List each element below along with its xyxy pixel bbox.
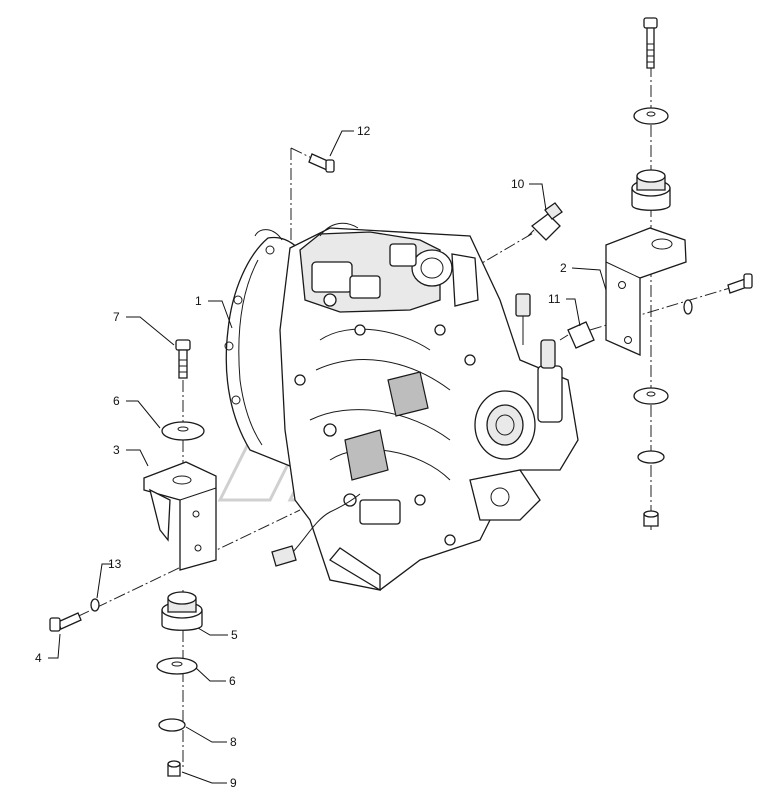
callout-6-lower: 6 (229, 674, 236, 688)
sensor-10 (527, 202, 563, 241)
transmission-housing (224, 222, 579, 592)
leader-lines (48, 130, 607, 784)
callout-13: 13 (108, 557, 122, 571)
washer-6-lower (156, 657, 198, 675)
output-sender (537, 339, 563, 423)
nut-9 (167, 760, 181, 777)
callout-labels: 1 2 3 4 5 6 6 7 8 9 10 11 12 13 (35, 124, 567, 790)
washer-right-side (683, 299, 693, 315)
sensor-11 (559, 321, 595, 349)
washer-right-lower (633, 387, 669, 405)
callout-1: 1 (195, 294, 202, 308)
callout-2: 2 (560, 261, 567, 275)
sensor-connector (515, 293, 531, 345)
nut-right (643, 510, 659, 527)
washer-6-upper (161, 421, 205, 441)
bolt-4 (49, 612, 82, 632)
bolt-7 (175, 339, 191, 379)
washer-13 (90, 598, 100, 612)
washer-right-upper (633, 107, 669, 125)
mounting-bracket-left (143, 461, 217, 571)
callout-11: 11 (548, 292, 561, 306)
bolt-right-side (727, 273, 753, 294)
callout-3: 3 (113, 443, 120, 457)
callout-10: 10 (511, 177, 525, 191)
callout-5: 5 (231, 628, 238, 642)
bolt-12 (308, 153, 335, 173)
washer-right-bottom (637, 450, 665, 464)
callout-12: 12 (357, 124, 371, 138)
bolt-right-upper (643, 17, 658, 69)
callout-4: 4 (35, 651, 42, 665)
callout-8: 8 (230, 735, 237, 749)
washer-8 (158, 718, 186, 732)
callout-9: 9 (230, 776, 237, 790)
callout-6-upper: 6 (113, 394, 120, 408)
isolator-5 (161, 591, 203, 631)
isolator-right (631, 169, 671, 211)
mounting-bracket-right (605, 227, 687, 356)
callout-7: 7 (113, 310, 120, 324)
